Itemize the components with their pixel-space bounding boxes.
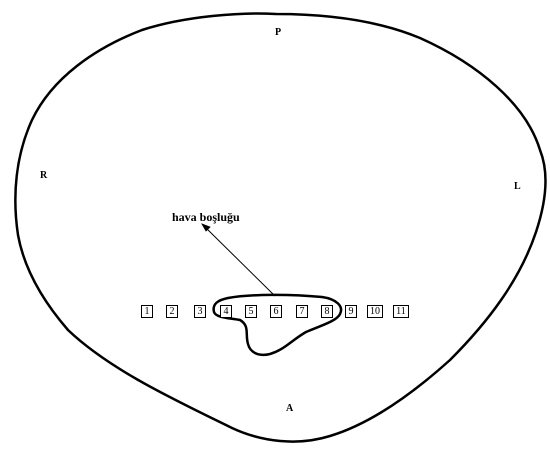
- body-contour: [15, 14, 545, 442]
- measurement-point: 10: [367, 305, 383, 318]
- measurement-point: 8: [321, 305, 333, 318]
- measurement-point: 1: [141, 305, 153, 318]
- measurement-point: 9: [345, 305, 357, 318]
- measurement-point: 11: [393, 305, 409, 318]
- right-label: R: [40, 171, 47, 181]
- measurement-point: 7: [296, 305, 308, 318]
- left-label: L: [514, 182, 521, 192]
- arrow-head-icon: [202, 224, 210, 231]
- measurement-point: 4: [220, 305, 232, 318]
- anterior-label: A: [286, 404, 293, 414]
- air-cavity-arrow-line: [204, 226, 275, 296]
- air-cavity-label: hava boşluğu: [172, 211, 240, 223]
- measurement-point: 5: [245, 305, 257, 318]
- air-cavity-contour: [214, 295, 341, 355]
- posterior-label: P: [275, 28, 281, 38]
- measurement-point: 2: [166, 305, 178, 318]
- measurement-point: 3: [194, 305, 206, 318]
- measurement-point: 6: [270, 305, 282, 318]
